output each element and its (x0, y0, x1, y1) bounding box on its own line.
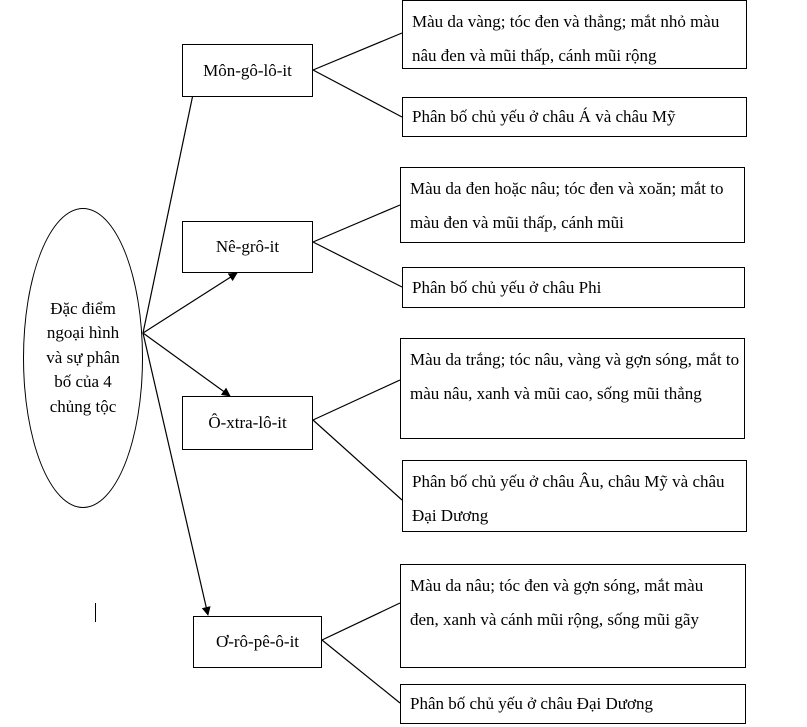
arrow-to-mongoloid (142, 79, 199, 334)
race-name-australoid: Ô-xtra-lô-it (208, 413, 287, 432)
appearance-text-mongoloid: Màu da vàng; tóc đen và thẳng; mắt nhỏ m… (412, 12, 720, 65)
text-cursor (95, 603, 96, 622)
race-box-mongoloid: Môn-gô-lô-it (182, 44, 313, 97)
branch-mongoloid-appearance (312, 32, 403, 71)
race-name-mongoloid: Môn-gô-lô-it (203, 60, 292, 80)
distribution-box-negroid: Phân bố chủ yếu ở châu Phi (402, 267, 745, 308)
distribution-text-mongoloid: Phân bố chủ yếu ở châu Á và châu Mỹ (412, 107, 676, 127)
arrow-to-negroid (142, 272, 238, 334)
branch-australoid-distribution (312, 419, 403, 501)
branch-europeoid-appearance (321, 602, 401, 641)
race-box-negroid: Nê-grô-it (182, 221, 313, 273)
race-box-australoid: Ô-xtra-lô-it (182, 396, 313, 450)
race-box-europeoid: Ơ-rô-pê-ô-it (193, 616, 322, 668)
distribution-box-australoid: Phân bố chủ yếu ở châu Âu, châu Mỹ và ch… (402, 460, 747, 532)
branch-negroid-appearance (312, 204, 401, 243)
arrow-to-europeoid (142, 332, 211, 616)
branch-europeoid-distribution (321, 639, 401, 704)
root-ellipse: Đặc điểm ngoại hình và sự phân bố của 4 … (23, 208, 143, 508)
arrow-to-australoid (142, 332, 231, 397)
distribution-text-australoid: Phân bố chủ yếu ở châu Âu, châu Mỹ và ch… (412, 472, 725, 525)
distribution-text-negroid: Phân bố chủ yếu ở châu Phi (412, 277, 602, 297)
branch-australoid-appearance (312, 379, 401, 421)
race-name-europeoid: Ơ-rô-pê-ô-it (215, 632, 300, 651)
appearance-box-australoid: Màu da trắng; tóc nâu, vàng và gợn sóng,… (400, 338, 745, 439)
appearance-box-europeoid: Màu da nâu; tóc đen và gợn sóng, mắt màu… (400, 564, 746, 668)
root-label: Đặc điểm ngoại hình và sự phân bố của 4 … (46, 298, 120, 416)
branch-negroid-distribution (312, 241, 403, 288)
race-name-negroid: Nê-grô-it (215, 237, 280, 256)
appearance-box-mongoloid: Màu da vàng; tóc đen và thẳng; mắt nhỏ m… (402, 0, 747, 69)
branch-mongoloid-distribution (312, 69, 403, 118)
appearance-text-australoid: Màu da trắng; tóc nâu, vàng và gợn sóng,… (410, 350, 740, 403)
appearance-text-negroid: Màu da đen hoặc nâu; tóc đen và xoăn; mắ… (410, 179, 724, 232)
appearance-text-europeoid: Màu da nâu; tóc đen và gợn sóng, mắt màu… (410, 576, 704, 629)
appearance-box-negroid: Màu da đen hoặc nâu; tóc đen và xoăn; mắ… (400, 167, 745, 243)
distribution-box-europeoid: Phân bố chủ yếu ở châu Đại Dương (400, 684, 746, 724)
distribution-text-europeoid: Phân bố chủ yếu ở châu Đại Dương (410, 694, 653, 714)
distribution-box-mongoloid: Phân bố chủ yếu ở châu Á và châu Mỹ (402, 97, 747, 137)
